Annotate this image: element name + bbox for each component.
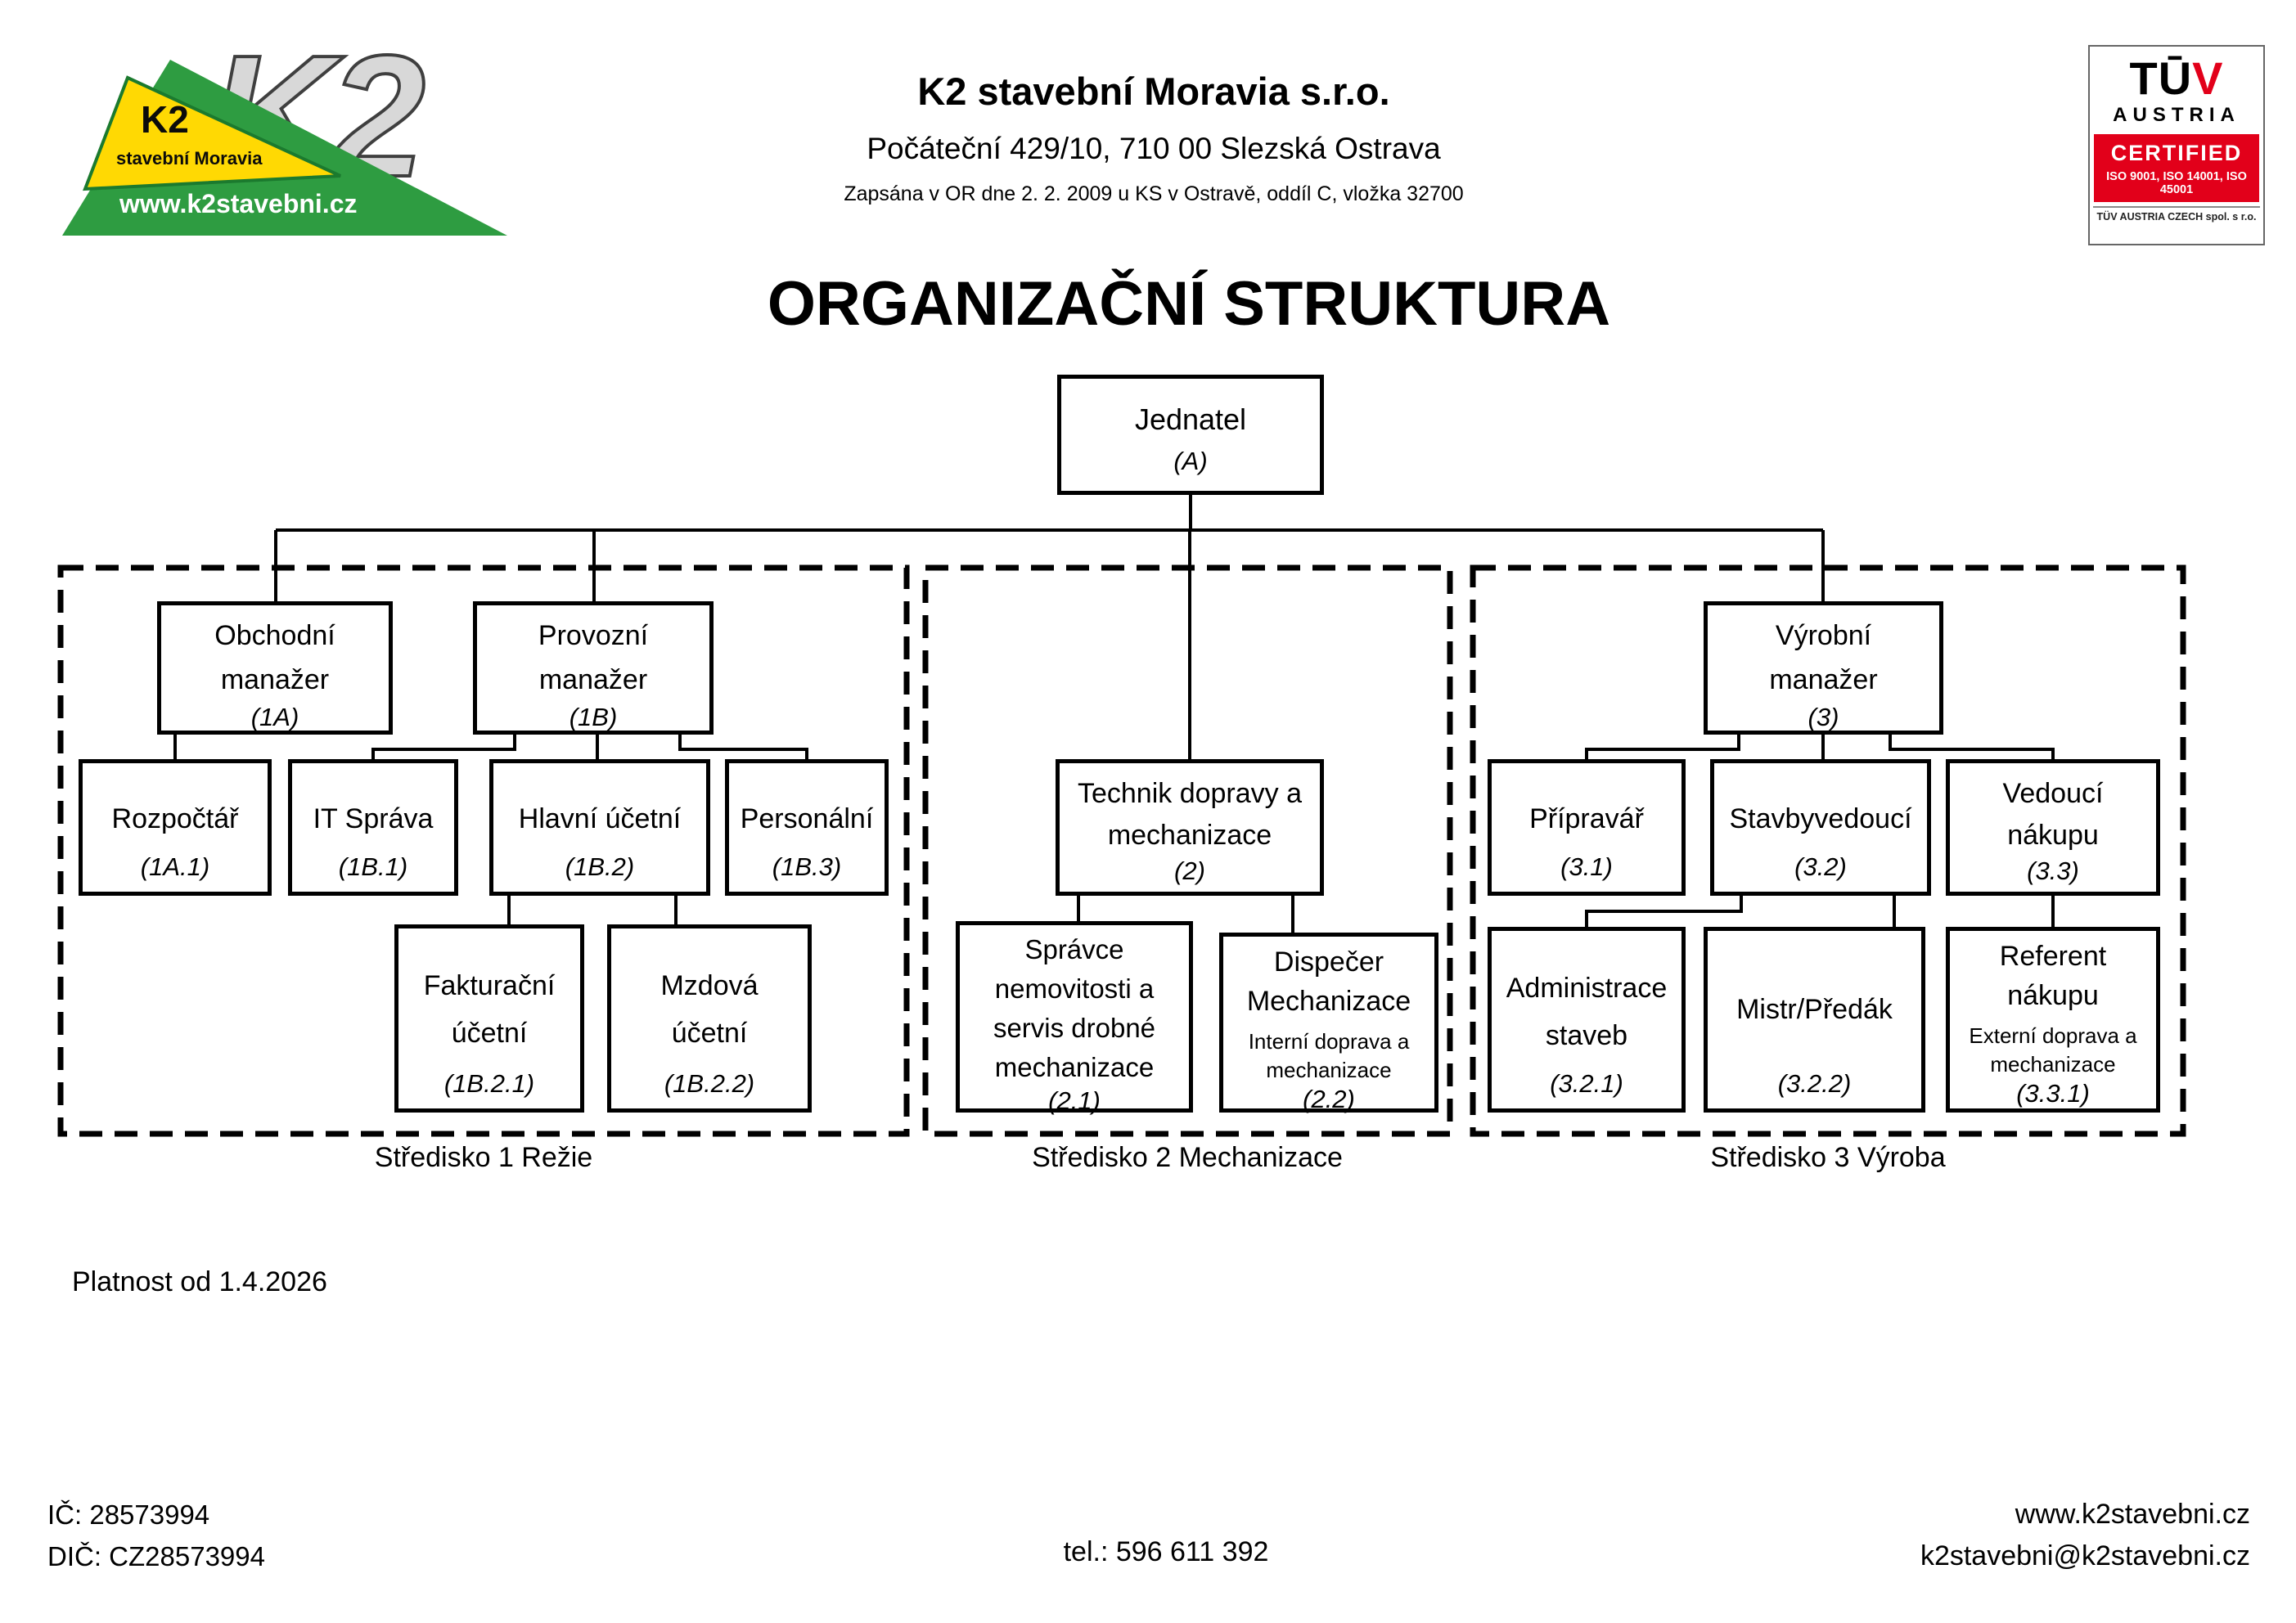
org-box-fakturacni-ucetni: Fakturační účetní (1B.2.1) [394, 924, 584, 1113]
company-address: Počáteční 429/10, 710 00 Slezská Ostrava [867, 132, 1441, 165]
company-header: K2 stavební Moravia s.r.o. Počáteční 429… [597, 69, 1710, 206]
org-box-title: Rozpočtář [111, 803, 239, 834]
k2-logo-subtitle: stavební Moravia [116, 148, 263, 169]
org-box-code: (1B.2.2) [664, 1069, 755, 1098]
tuv-brand-tu: TŪ [2129, 52, 2193, 104]
org-box-title: Hlavní účetní [518, 803, 682, 834]
org-box-title: Přípravář [1529, 803, 1644, 834]
tuv-certified-panel: CERTIFIED ISO 9001, ISO 14001, ISO 45001 [2094, 133, 2259, 202]
contact-links: www.k2stavebni.cz k2stavebni@k2stavebni.… [1920, 1494, 2250, 1577]
org-box-obchodni-manazer: Obchodní manažer (1A) [157, 601, 393, 735]
org-box-title: Mistr/Předák [1736, 994, 1893, 1025]
org-box-vedouci-nakupu: Vedoucí nákupu (3.3) [1946, 759, 2160, 896]
group-border-stredisko-2 [922, 564, 1453, 1137]
org-box-code: (1B) [569, 702, 618, 731]
k2-logo: K2 K2 stavební Moravia www.k2stavebni.cz [49, 23, 507, 237]
tuv-czech-company: TÜV AUSTRIA CZECH spol. s r.o. [2093, 205, 2260, 223]
company-name: K2 stavební Moravia s.r.o. [917, 70, 1390, 113]
group-label-stredisko-3: Středisko 3 Výroba [1710, 1142, 1946, 1173]
org-box-pripravar: Přípravář (3.1) [1488, 759, 1686, 896]
org-box-code: (3.3) [2027, 856, 2079, 885]
org-box-code: (2.2) [1303, 1085, 1355, 1114]
org-box-title: Dispečer Mechanizace [1246, 946, 1411, 1017]
org-box-code: (3.2.2) [1777, 1069, 1852, 1098]
org-box-title: Výrobní manažer [1769, 620, 1878, 696]
org-box-title: Referent nákupu [1999, 941, 2107, 1011]
org-box-subtitle: Interní doprava a mechanizace [1248, 1029, 1410, 1083]
org-box-personalni: Personální (1B.3) [725, 759, 889, 896]
tuv-austria-certification-badge: TŪV AUSTRIA CERTIFIED ISO 9001, ISO 1400… [2088, 45, 2265, 245]
org-box-stavbyvedouci: Stavbyvedoucí (3.2) [1710, 759, 1931, 896]
org-box-code: (2) [1174, 856, 1205, 885]
page-title: ORGANIZAČNÍ STRUKTURA [767, 269, 1611, 339]
org-box-dispecer-mechanizace: Dispečer Mechanizace Interní doprava a m… [1219, 933, 1438, 1113]
tuv-brand-icon: TŪV [2090, 53, 2263, 104]
ic-number: IČ: 28573994 [47, 1499, 210, 1530]
org-box-text: Dispečer Mechanizace Interní doprava a m… [1247, 943, 1411, 1085]
org-box-spravce-nemovitosti: Správce nemovitosti a servis drobné mech… [956, 921, 1193, 1115]
website-url: www.k2stavebni.cz [2015, 1499, 2250, 1530]
org-box-mistr-predak: Mistr/Předák (3.2.2) [1704, 927, 1925, 1113]
org-box-title: Jednatel [1134, 402, 1247, 436]
org-box-it-sprava: IT Správa (1B.1) [288, 759, 458, 896]
group-border-stredisko-1 [57, 564, 910, 1137]
phone-number: tel.: 596 611 392 [1063, 1536, 1269, 1567]
org-box-title: Stavbyvedoucí [1729, 803, 1912, 834]
org-box-code: (2.1) [1048, 1086, 1101, 1116]
org-box-title: Technik dopravy a mechanizace [1077, 778, 1303, 851]
tuv-certified-label: CERTIFIED [2110, 140, 2243, 165]
org-box-code: (1B.1) [338, 852, 408, 881]
org-box-code: (3) [1808, 702, 1839, 731]
k2-logo-mark: K2 [141, 98, 189, 141]
org-box-title: Obchodní manažer [214, 620, 335, 696]
company-ids: IČ: 28573994 DIČ: CZ28573994 [47, 1494, 265, 1577]
group-label-stredisko-2: Středisko 2 Mechanizace [1032, 1142, 1343, 1173]
connector-lines [173, 495, 2055, 933]
org-box-code: (3.1) [1560, 852, 1613, 881]
org-box-title: Mzdová účetní [660, 970, 759, 1049]
org-box-jednatel: Jednatel (A) [1057, 375, 1324, 495]
company-registration: Zapsána v OR dne 2. 2. 2009 u KS v Ostra… [844, 182, 1464, 205]
k2-logo-website: www.k2stavebni.cz [119, 189, 358, 218]
org-box-code: (3.3.1) [2016, 1079, 2090, 1108]
org-box-referent-nakupu: Referent nákupu Externí doprava a mechan… [1946, 927, 2160, 1113]
org-box-code: (A) [1173, 447, 1208, 475]
org-box-title: Správce nemovitosti a servis drobné mech… [993, 934, 1156, 1082]
org-box-code: (1B.2) [565, 852, 635, 881]
org-box-title: IT Správa [313, 803, 434, 834]
org-box-code: (3.2.1) [1550, 1069, 1623, 1098]
email-address: k2stavebni@k2stavebni.cz [1920, 1540, 2250, 1571]
org-box-hlavni-ucetni: Hlavní účetní (1B.2) [489, 759, 710, 896]
org-box-rozpoctar: Rozpočtář (1A.1) [79, 759, 272, 896]
org-box-title: Fakturační účetní [423, 970, 556, 1049]
org-box-vyrobni-manazer: Výrobní manažer (3) [1704, 601, 1943, 735]
k2-logo-triangles-icon [62, 60, 507, 236]
org-box-code: (1A.1) [140, 852, 210, 881]
tuv-iso-standards: ISO 9001, ISO 14001, ISO 45001 [2106, 169, 2247, 196]
org-box-title: Administrace staveb [1506, 973, 1668, 1051]
org-box-mzdova-ucetni: Mzdová účetní (1B.2.2) [607, 924, 812, 1113]
org-box-title: Personální [740, 803, 874, 834]
org-box-code: (1A) [250, 702, 299, 731]
org-box-administrace-staveb: Administrace staveb (3.2.1) [1488, 927, 1686, 1113]
tuv-brand-v: V [2192, 52, 2224, 104]
org-box-code: (1B.2.1) [443, 1069, 535, 1098]
tuv-country: AUSTRIA [2113, 103, 2240, 126]
org-box-subtitle: Externí doprava a mechanizace [1969, 1023, 2137, 1077]
dic-number: DIČ: CZ28573994 [47, 1541, 265, 1572]
group-label-stredisko-1: Středisko 1 Režie [374, 1142, 593, 1173]
org-box-technik-dopravy: Technik dopravy a mechanizace (2) [1056, 759, 1324, 896]
org-box-code: (1B.3) [772, 852, 842, 881]
org-box-provozni-manazer: Provozní manažer (1B) [473, 601, 714, 735]
org-box-code: (3.2) [1794, 852, 1847, 881]
org-box-title: Vedoucí nákupu [2002, 778, 2104, 851]
validity-note: Platnost od 1.4.2026 [72, 1266, 327, 1297]
group-border-stredisko-3 [1470, 564, 2186, 1137]
org-box-title: Provozní manažer [538, 620, 649, 696]
org-box-text: Referent nákupu Externí doprava a mechan… [1969, 937, 2136, 1079]
